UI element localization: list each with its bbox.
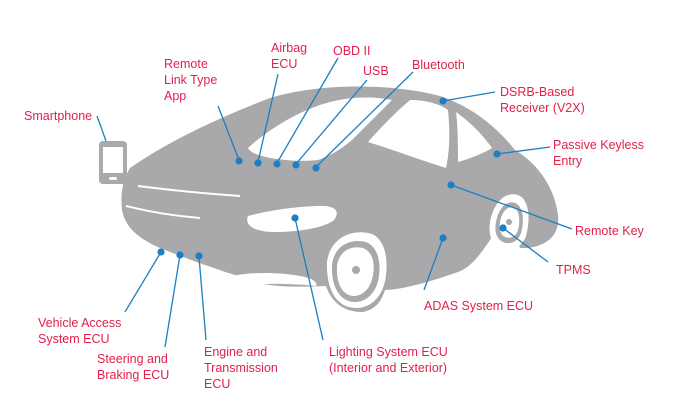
smartphone-icon: [99, 141, 127, 184]
leader-smartphone: [96, 115, 107, 142]
lower-grille: [231, 273, 317, 286]
front-bumper-highlight: [125, 205, 201, 219]
leader-dsrb: [442, 91, 496, 102]
label-bluetooth: Bluetooth: [412, 58, 465, 72]
dot-tpms: [499, 224, 507, 232]
leader-obd: [276, 57, 339, 164]
windshield: [248, 97, 392, 161]
label-tpms: TPMS: [556, 263, 591, 277]
dot-engine: [195, 252, 203, 260]
dot-lighting: [291, 214, 299, 222]
front-side-window: [368, 100, 450, 168]
rear-side-window: [456, 112, 492, 162]
leader-airbag: [257, 73, 279, 163]
label-vehicle-access-ecu: Vehicle Access System ECU: [38, 316, 122, 346]
label-engine-transmission-ecu: Engine and Transmission ECU: [204, 345, 278, 391]
label-adas-ecu: ADAS System ECU: [424, 299, 534, 313]
label-passive-keyless-entry: Passive Keyless Entry: [553, 138, 645, 168]
dot-remote-link: [235, 157, 243, 165]
label-dsrb-receiver: DSRB-Based Receiver (V2X): [500, 85, 585, 115]
label-steering-braking-ecu: Steering and Braking ECU: [97, 352, 170, 382]
connection-dots: [157, 97, 507, 260]
dot-airbag: [254, 159, 262, 167]
leader-remote-link: [217, 105, 240, 161]
leader-adas: [423, 237, 444, 291]
leader-tpms: [502, 227, 549, 263]
front-hub: [352, 266, 360, 274]
car-silhouette: [121, 86, 559, 312]
dot-obd: [273, 160, 281, 168]
dot-steering: [176, 251, 184, 259]
leader-steering: [164, 254, 181, 348]
leader-vehicle-access: [124, 251, 162, 313]
leader-bluetooth: [315, 71, 414, 168]
label-smartphone: Smartphone: [24, 109, 93, 123]
label-obd-ii: OBD II: [333, 44, 371, 58]
leader-engine: [198, 256, 207, 341]
dot-vehicle-access: [157, 248, 165, 256]
leader-keyless: [496, 146, 551, 155]
dot-usb: [292, 161, 300, 169]
dot-bluetooth: [312, 164, 320, 172]
leader-usb: [295, 79, 368, 165]
leader-lines: [96, 57, 573, 348]
rear-hub: [506, 219, 512, 225]
dot-remote-key: [447, 181, 455, 189]
label-lighting-ecu: Lighting System ECU (Interior and Exteri…: [329, 345, 448, 375]
dot-adas: [439, 234, 447, 242]
label-usb: USB: [363, 64, 389, 78]
leader-lighting: [294, 217, 324, 341]
label-remote-key: Remote Key: [575, 224, 644, 238]
dot-keyless: [493, 150, 501, 158]
leader-remote-key: [450, 184, 573, 230]
front-edge-highlight: [137, 185, 241, 197]
dot-dsrb: [439, 97, 447, 105]
label-airbag-ecu: Airbag ECU: [271, 41, 308, 71]
label-remote-link-app: Remote Link Type App: [164, 57, 218, 103]
